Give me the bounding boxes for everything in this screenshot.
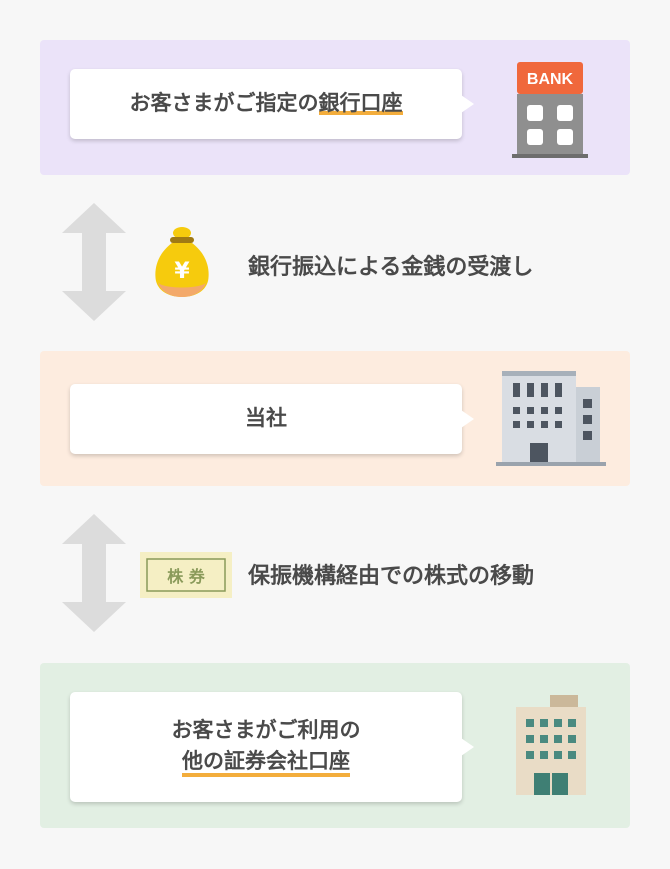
money-transfer-label: 銀行振込による金銭の受渡し xyxy=(248,255,534,280)
double-arrow-icon xyxy=(62,203,126,321)
bank-window xyxy=(527,129,543,145)
bank-account-bubble: お客さまがご指定の銀行口座 xyxy=(70,69,474,139)
yen-symbol: ¥ xyxy=(174,259,190,284)
securities-account-bubble: お客さまがご利用の 他の証券会社口座 xyxy=(70,692,474,802)
bank-account-underlined: 銀行口座 xyxy=(318,91,403,118)
bank-window xyxy=(527,105,543,121)
bank-base xyxy=(512,154,588,158)
company-text: 当社 xyxy=(245,406,287,431)
double-arrow-icon xyxy=(62,514,126,632)
company-panel: 当社 xyxy=(40,351,630,486)
securities-account-panel: お客さまがご利用の 他の証券会社口座 xyxy=(40,663,630,828)
securities-line1: お客さまがご利用の xyxy=(171,717,361,742)
bank-account-panel: お客さまがご指定の銀行口座 BANK xyxy=(40,40,630,175)
money-transfer-row: ¥ 銀行振込による金銭の受渡し xyxy=(0,203,670,323)
securities-line2-underlined: 他の証券会社口座 xyxy=(182,746,350,780)
money-bag-yen-icon: ¥ xyxy=(155,227,209,297)
bank-building-icon: BANK xyxy=(512,62,588,158)
office-building-icon xyxy=(496,371,606,466)
stock-transfer-label: 保振機構経由での株式の移動 xyxy=(248,564,535,589)
bank-sign xyxy=(517,62,583,94)
bank-body xyxy=(517,94,583,156)
stock-transfer-row: 株 券 保振機構経由での株式の移動 xyxy=(0,514,670,634)
securities-building-icon xyxy=(516,695,586,795)
company-bubble: 当社 xyxy=(70,384,474,454)
bank-window xyxy=(557,129,573,145)
bank-account-text: お客さまがご指定の銀行口座 xyxy=(129,91,403,118)
bank-sign-label: BANK xyxy=(527,71,574,88)
stock-certificate-label: 株 券 xyxy=(167,567,206,586)
stock-certificate-icon: 株 券 xyxy=(140,552,232,598)
bank-window xyxy=(557,105,573,121)
